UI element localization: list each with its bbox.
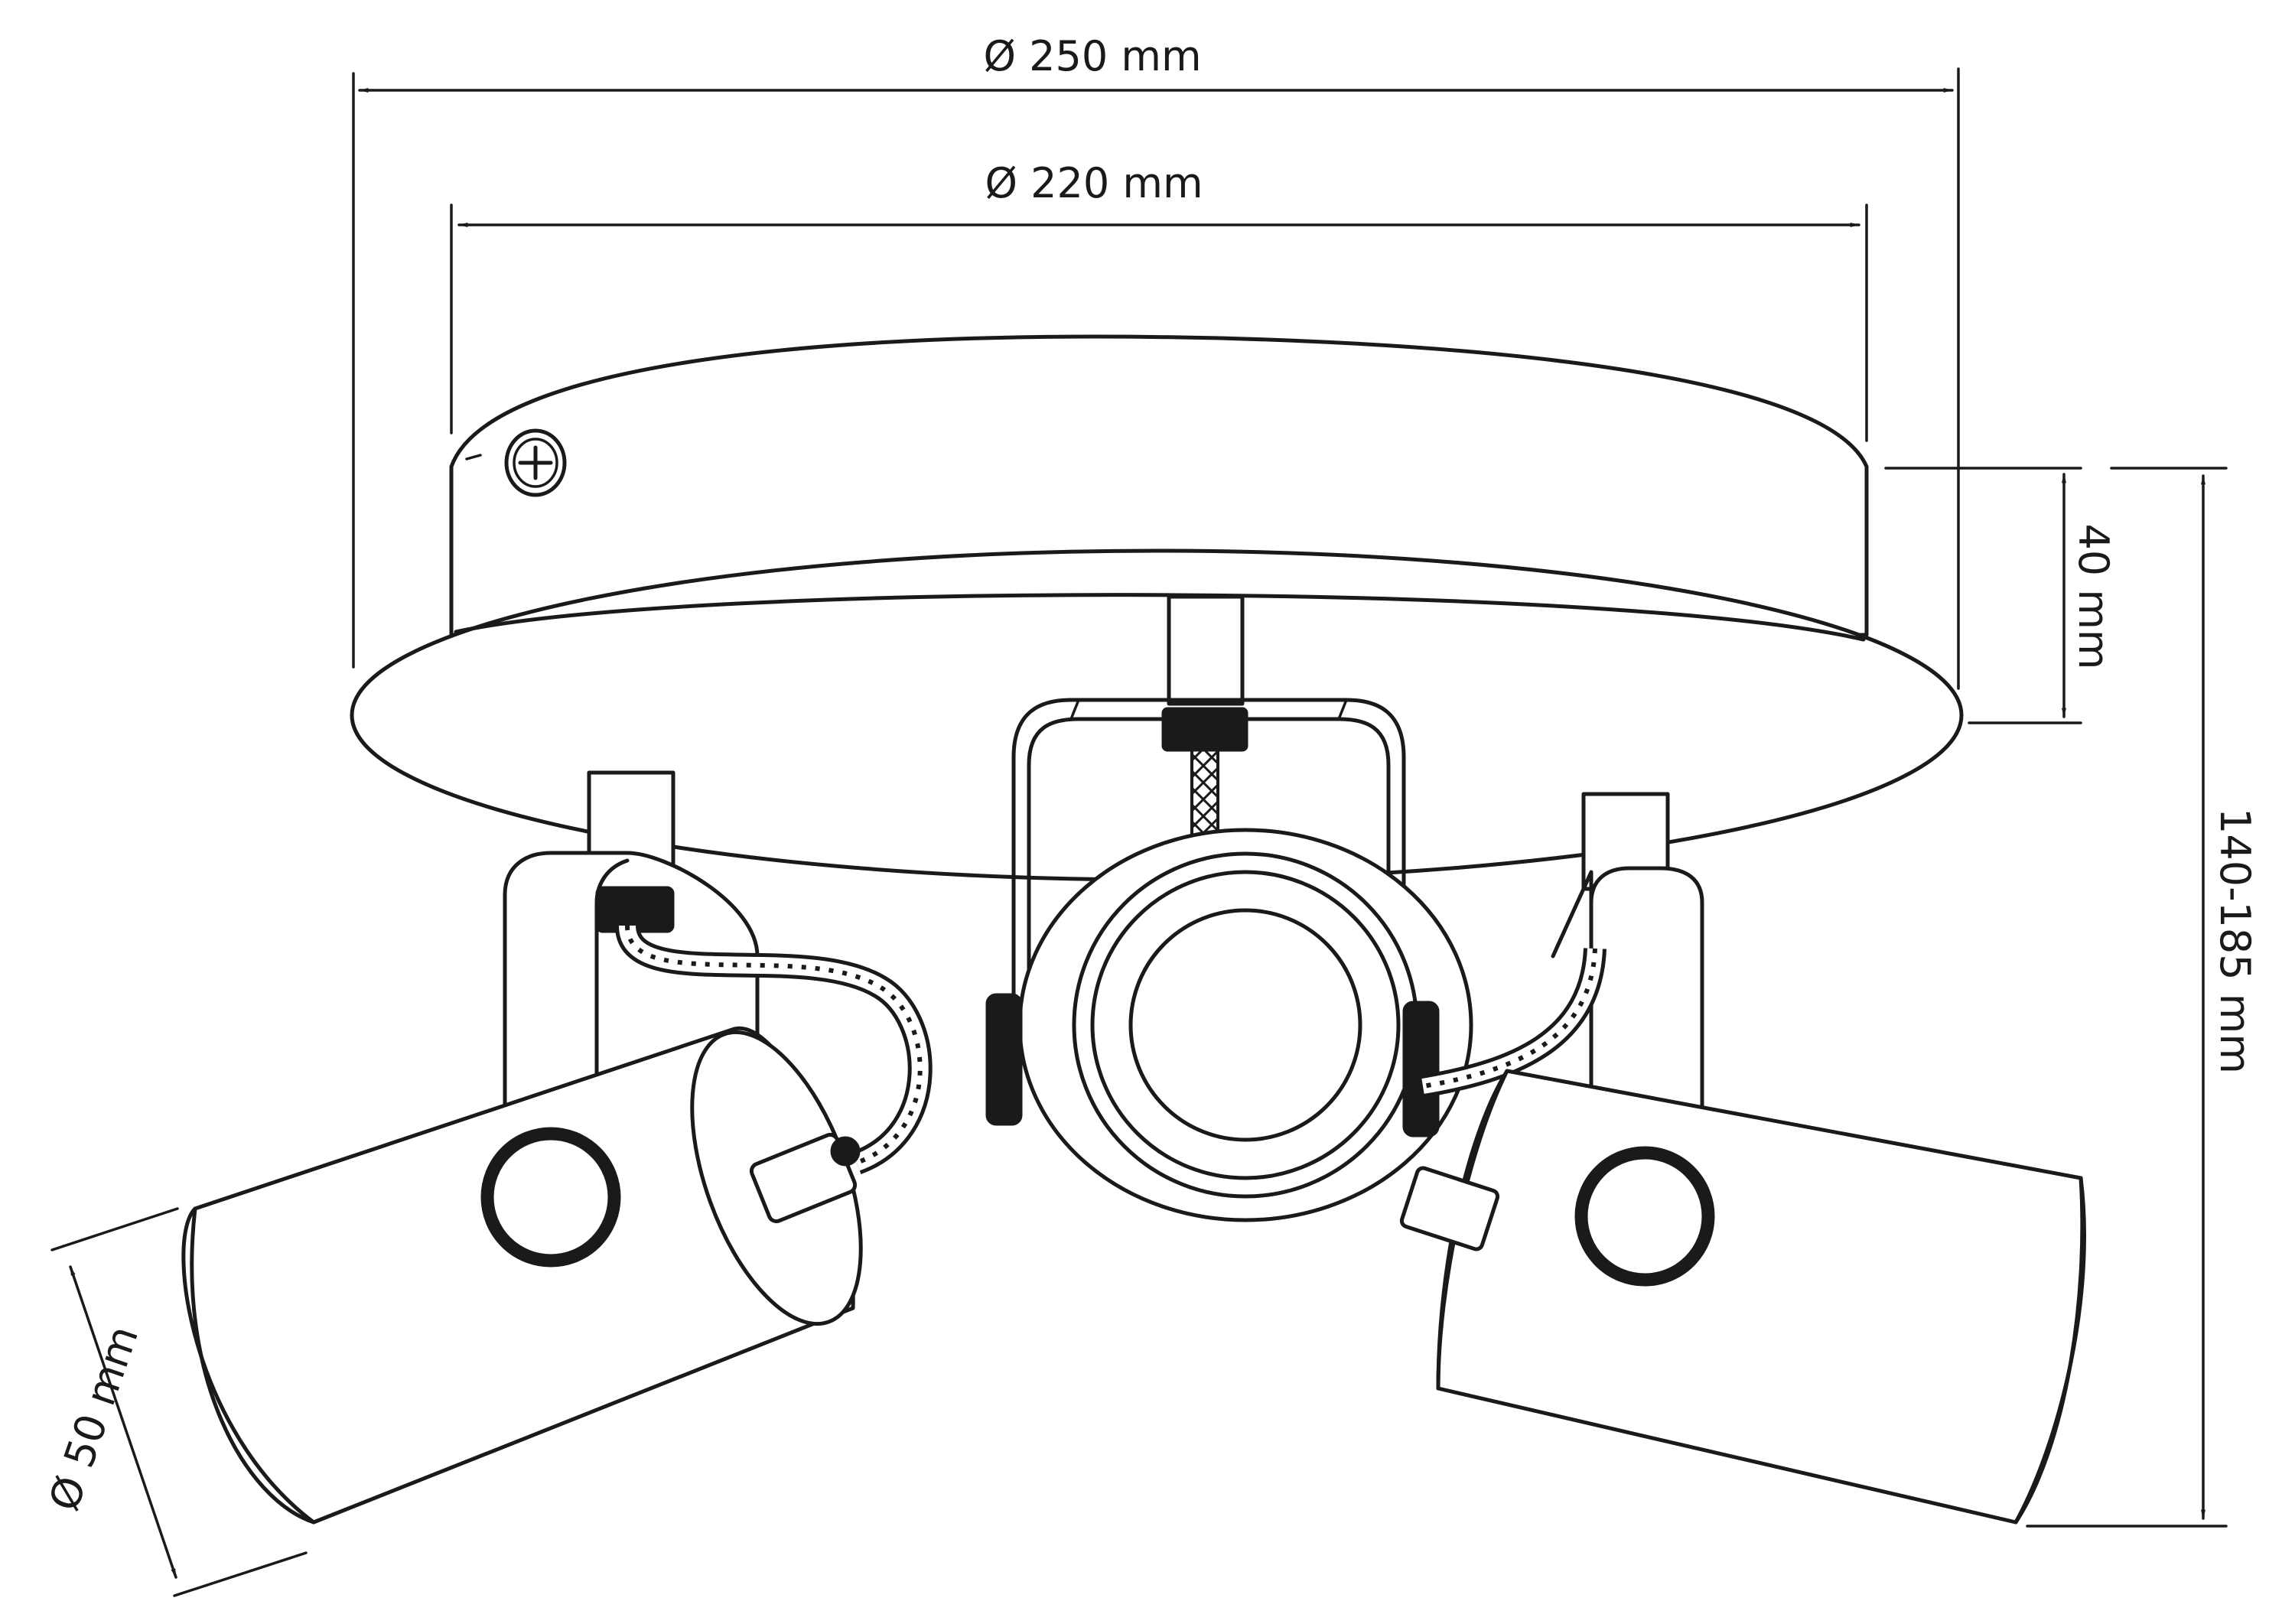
screw-icon	[465, 428, 567, 497]
dimension-outer-diameter: Ø 250 mm	[352, 32, 1960, 690]
outer-diameter-label: Ø 250 mm	[983, 32, 1201, 80]
total-height-label: 140-185 mm	[2211, 808, 2259, 1074]
right-spot	[1399, 792, 2086, 1525]
center-spot	[985, 594, 1473, 1222]
ceiling-canopy	[350, 334, 1964, 882]
dimension-total-height: 140-185 mm	[2026, 467, 2259, 1528]
spot-diameter-label: Ø 50 mm	[40, 1320, 148, 1517]
dimension-inner-diameter: Ø 220 mm	[450, 159, 1868, 442]
dimension-canopy-height: 40 mm	[1884, 467, 2118, 724]
canopy-height-label: 40 mm	[2069, 523, 2118, 669]
left-spot	[181, 770, 933, 1525]
inner-diameter-label: Ø 220 mm	[985, 159, 1203, 207]
